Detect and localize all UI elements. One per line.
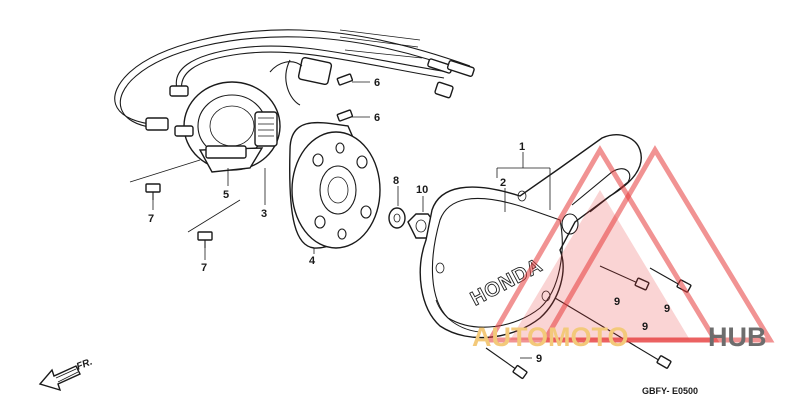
callout-9-a: 9 bbox=[614, 296, 620, 308]
callout-labels: 1 2 3 4 5 6 6 7 7 8 9 9 9 9 10 bbox=[148, 77, 670, 365]
bolt-6-upper bbox=[336, 73, 354, 86]
callout-3: 3 bbox=[261, 208, 267, 220]
stator-assembly bbox=[145, 81, 281, 173]
diagram-code: GBFY- E0500 bbox=[642, 386, 698, 396]
bolt-9-d bbox=[485, 347, 528, 380]
callout-7-upper: 7 bbox=[148, 213, 154, 225]
callout-10: 10 bbox=[416, 184, 428, 196]
watermark-logo-triangles bbox=[485, 145, 775, 343]
callout-6-upper: 6 bbox=[374, 77, 380, 89]
watermark-text: AUTOMOTO HUB bbox=[472, 322, 767, 352]
bolt-6-lower bbox=[336, 109, 354, 122]
callout-5: 5 bbox=[223, 189, 229, 201]
flywheel-rotor bbox=[289, 121, 381, 249]
watermark-part-1: AUTOMOTO bbox=[472, 322, 629, 352]
leader-lines bbox=[129, 81, 551, 359]
callout-4: 4 bbox=[309, 255, 316, 267]
callout-9-d: 9 bbox=[536, 353, 542, 365]
pickup-coil-connector bbox=[269, 56, 333, 86]
callout-6-lower: 6 bbox=[374, 112, 380, 124]
front-direction-arrow: FR. bbox=[38, 357, 94, 392]
callout-7-lower: 7 bbox=[201, 262, 207, 274]
callout-9-c: 9 bbox=[642, 321, 648, 333]
callout-2: 2 bbox=[500, 177, 506, 189]
bolt-7-upper bbox=[145, 183, 161, 200]
callout-8: 8 bbox=[393, 175, 399, 187]
bolt-9-a bbox=[599, 265, 650, 291]
washer bbox=[388, 207, 406, 229]
callout-1: 1 bbox=[519, 141, 525, 153]
left-crankcase-cover bbox=[419, 134, 642, 339]
wiring-harness bbox=[114, 29, 475, 129]
bolt-7-lower bbox=[197, 231, 213, 248]
front-label: FR. bbox=[75, 357, 94, 373]
watermark-part-2: HUB bbox=[708, 322, 767, 352]
callout-9-b: 9 bbox=[664, 303, 670, 315]
